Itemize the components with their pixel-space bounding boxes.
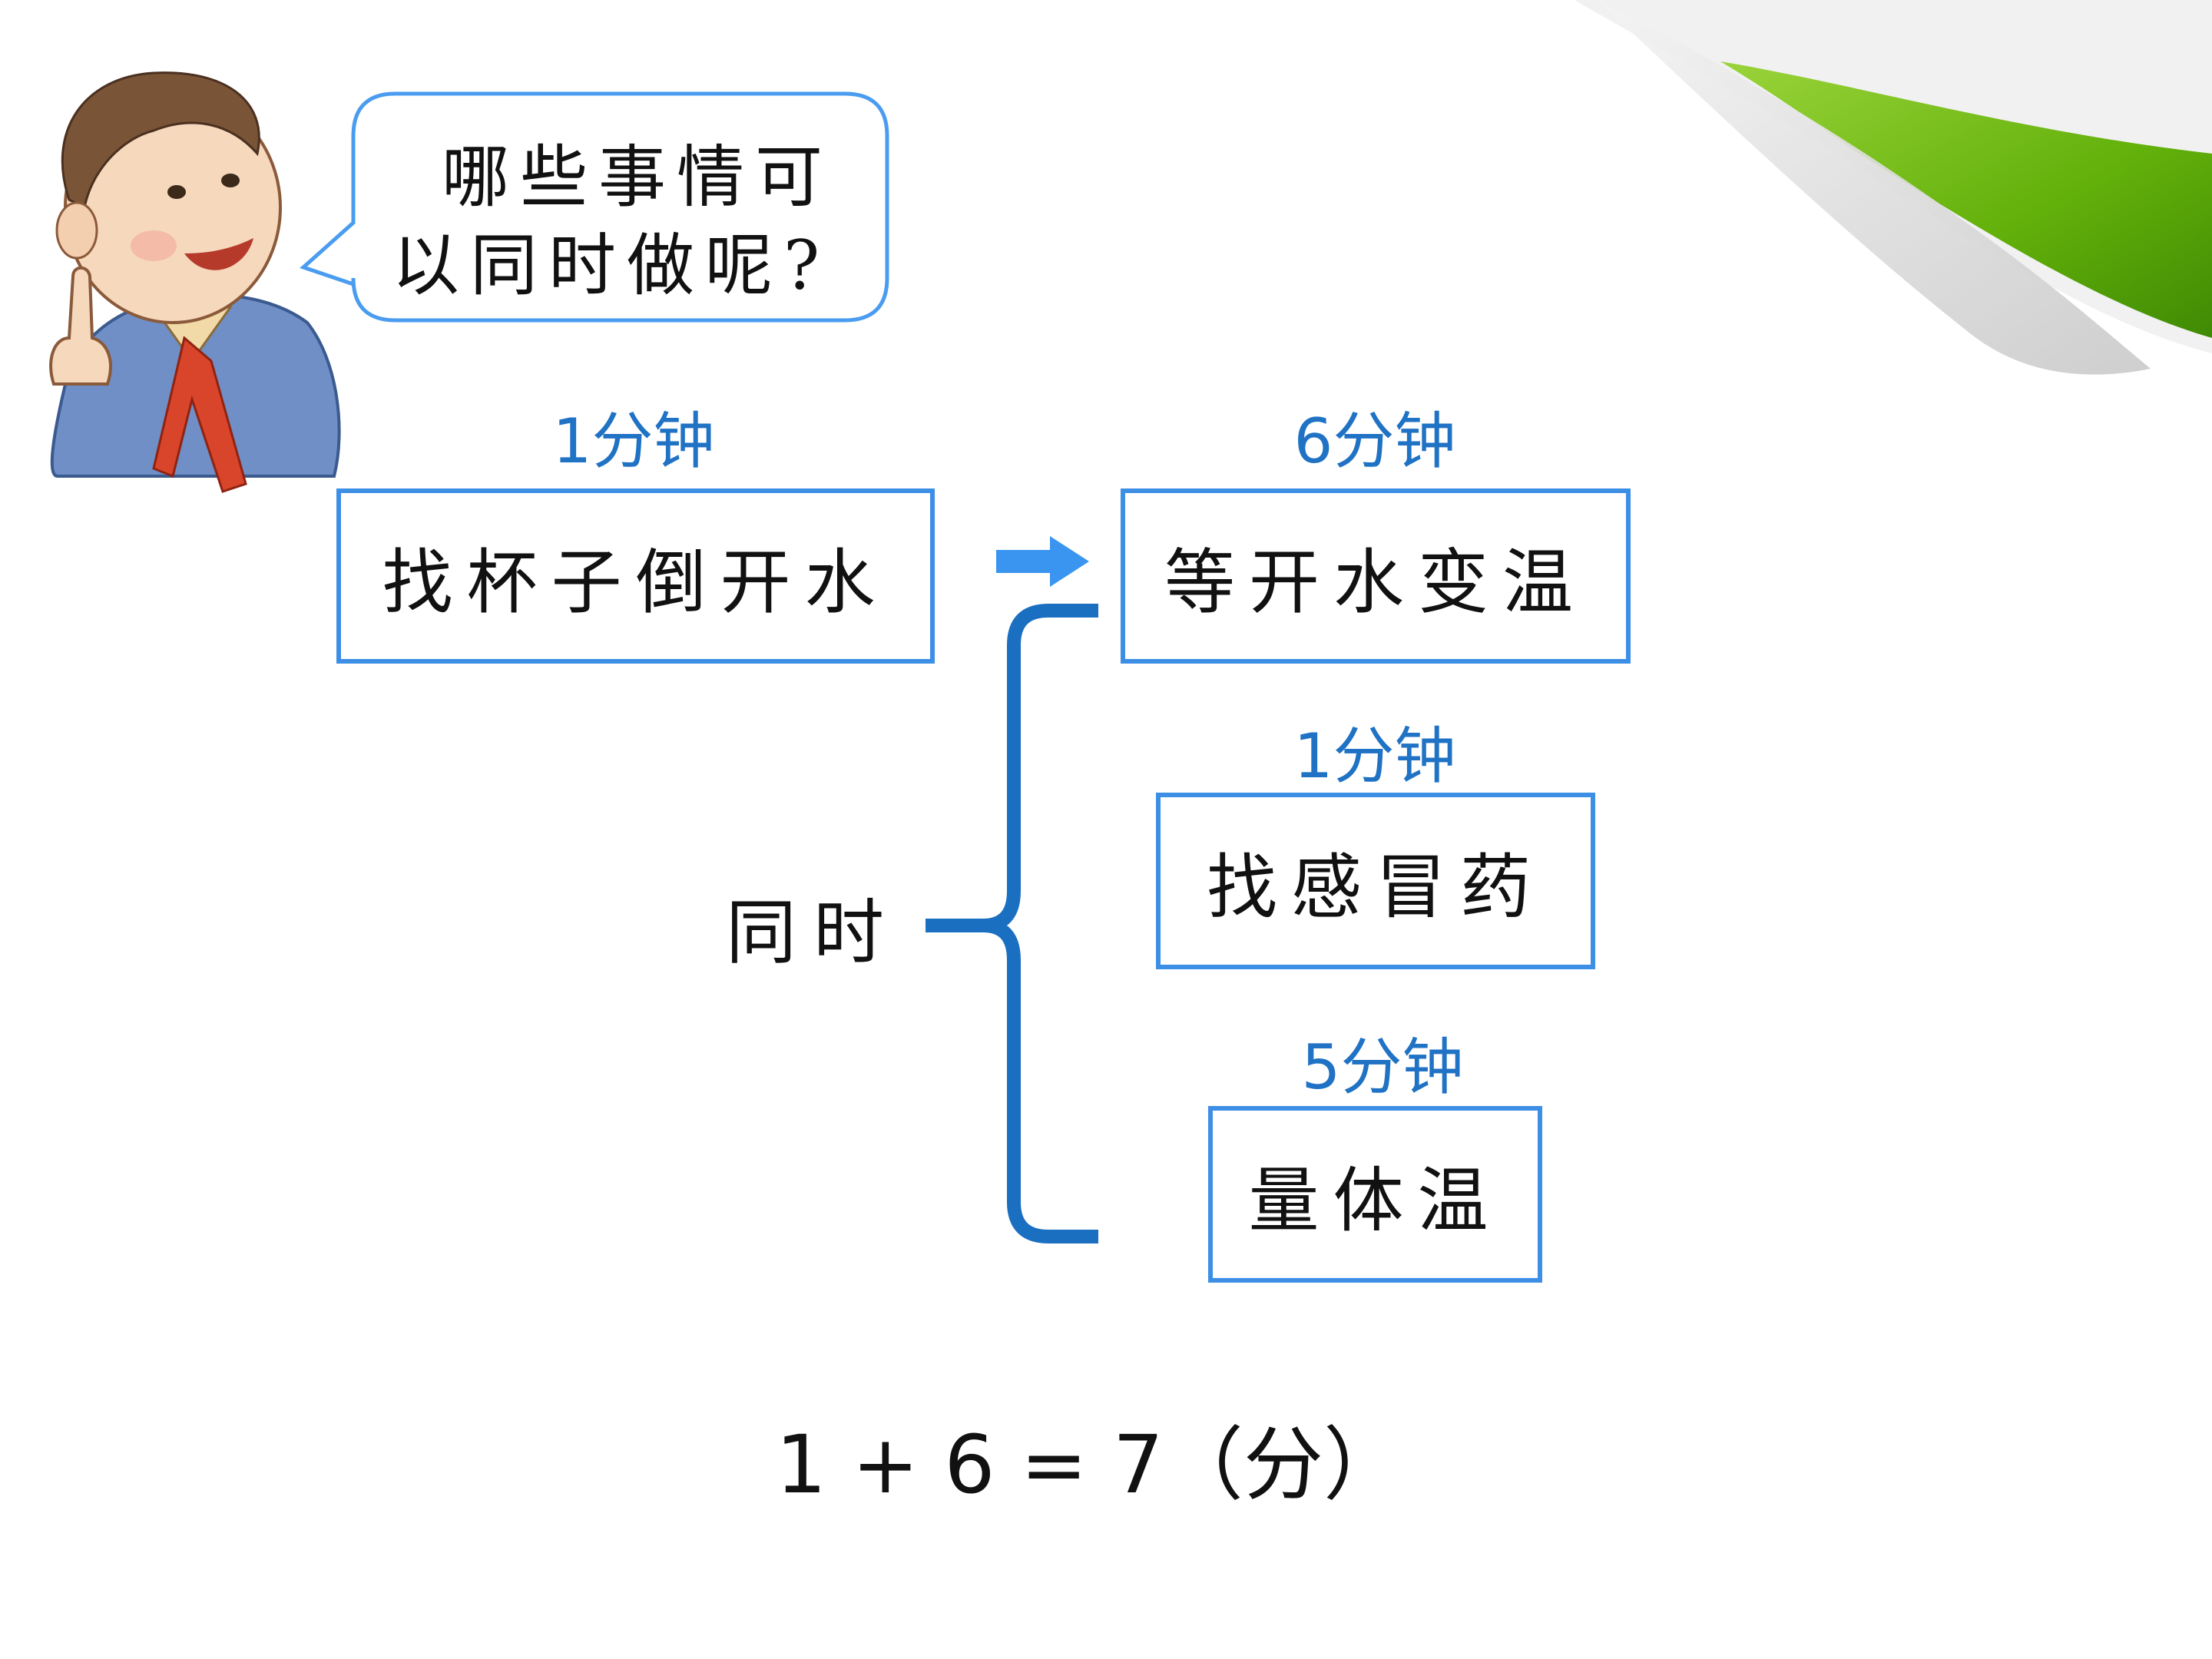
same-time-label: 同时 bbox=[726, 892, 902, 974]
task-box-4: 量体温 bbox=[1208, 1106, 1542, 1283]
task-label-1: 找杯子倒开水 bbox=[382, 541, 889, 624]
task-box-2: 等开水变温 bbox=[1121, 488, 1631, 664]
bubble-text-line2: 以同时做呢? bbox=[392, 226, 831, 305]
page-curl-corner bbox=[1575, 0, 2212, 375]
boy-illustration bbox=[49, 71, 341, 493]
bubble-text-line1: 哪些事情可 bbox=[442, 137, 834, 217]
task-label-3: 找感冒药 bbox=[1206, 846, 1545, 929]
formula: 1 + 6 = 7（分） bbox=[776, 1418, 1404, 1512]
right-arrow-icon bbox=[996, 536, 1089, 587]
task-box-1: 找杯子倒开水 bbox=[336, 488, 935, 664]
task-label-4: 量体温 bbox=[1248, 1159, 1502, 1242]
task-time-2: 6分钟 bbox=[1293, 406, 1456, 477]
task-time-1: 1分钟 bbox=[552, 406, 715, 477]
task-label-2: 等开水变温 bbox=[1164, 541, 1587, 624]
speech-bubble bbox=[300, 91, 889, 323]
task-box-3: 找感冒药 bbox=[1156, 793, 1595, 969]
task-time-3: 1分钟 bbox=[1293, 720, 1456, 792]
task-time-4: 5分钟 bbox=[1301, 1031, 1464, 1103]
brace bbox=[926, 604, 1098, 1243]
